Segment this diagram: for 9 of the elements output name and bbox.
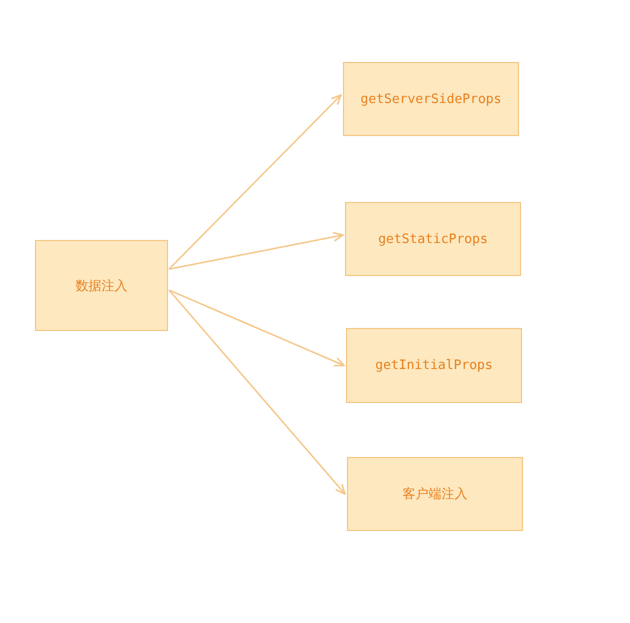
- process-box: 客户端注入: [347, 457, 523, 531]
- arrow: [168, 94, 342, 270]
- process-box: getServerSideProps: [343, 62, 519, 136]
- process-box: getInitialProps: [346, 328, 522, 403]
- arrow: [168, 289, 345, 366]
- arrow: [168, 232, 344, 270]
- process-box: 数据注入: [35, 240, 168, 331]
- arrow: [168, 290, 346, 495]
- process-box: getStaticProps: [345, 202, 521, 276]
